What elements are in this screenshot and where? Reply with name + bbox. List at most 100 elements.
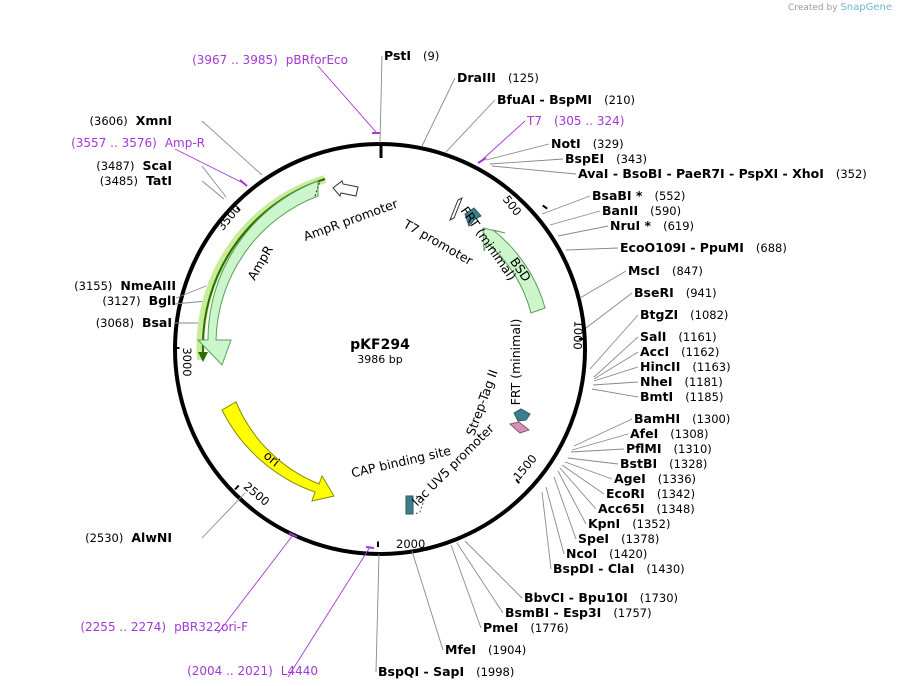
site-name: AgeI [614, 471, 646, 486]
site-label[interactable]: MscI (847) [628, 263, 703, 278]
site-leader [175, 285, 207, 299]
site-leader [545, 486, 565, 555]
site-name: BseRI [634, 285, 674, 300]
site-label[interactable]: BtgZI(1082) [640, 307, 728, 322]
site-position: (847) [672, 264, 703, 278]
site-label[interactable]: EcoRI(1342) [606, 486, 695, 501]
site-position: (3155) [74, 279, 112, 293]
site-leader [491, 165, 577, 175]
site-label[interactable]: BmtI(1185) [640, 389, 723, 404]
site-label[interactable]: BseRI(941) [634, 285, 717, 300]
primer-label[interactable]: pBRforEco(3967 .. 3985) [192, 53, 348, 67]
site-name: NheI [640, 374, 673, 389]
cap-site-feature[interactable] [414, 495, 425, 515]
site-name: MscI [628, 263, 660, 278]
lac-uv5-feature[interactable] [405, 495, 414, 515]
primer-name: T7 [526, 114, 542, 128]
site-leader [585, 292, 633, 329]
site-leader [567, 457, 619, 465]
site-label[interactable]: BspQI - SapI(1998) [378, 664, 514, 679]
site-label[interactable]: NcoI(1420) [566, 546, 647, 561]
site-position: (590) [650, 204, 681, 218]
site-label[interactable]: BamHI(1300) [634, 411, 730, 426]
site-label[interactable]: XmnI(3606) [90, 113, 172, 128]
site-label[interactable]: AvaI - BsoBI - PaeR7I - PspXI - XhoI(352… [578, 166, 867, 181]
site-label[interactable]: BstBI(1328) [620, 456, 707, 471]
site-leader [557, 470, 587, 525]
site-labels: PstI(9) DraIII(125) BfuAI - BspMI(210) NotI… [74, 48, 867, 679]
site-label[interactable]: NmeAIII(3155) [74, 278, 176, 293]
site-position: (1757) [613, 606, 651, 620]
site-position: (210) [604, 93, 635, 107]
site-label[interactable]: BsaBI *(552) [592, 188, 685, 203]
primer-range: (2255 .. 2274) [80, 620, 166, 634]
site-label[interactable]: TatI(3485) [100, 173, 172, 188]
site-name: Acc65I [598, 501, 645, 516]
primer-label[interactable]: pBR322ori-F(2255 .. 2274) [80, 620, 248, 634]
site-label[interactable]: Acc65I(1348) [598, 501, 695, 516]
site-label[interactable]: PflMI(1310) [626, 441, 712, 456]
site-position: (1904) [488, 643, 526, 657]
strep-tag-feature[interactable] [508, 421, 531, 434]
site-label[interactable]: ScaI(3487) [96, 158, 172, 173]
site-leader [593, 366, 639, 382]
site-position: (3068) [96, 316, 134, 330]
primer-label[interactable]: L4440(2004 .. 2021) [187, 664, 318, 678]
site-label[interactable]: AlwNI(2530) [85, 530, 172, 545]
site-position: (1420) [609, 547, 647, 561]
ampr-orf-arrowhead [198, 352, 208, 362]
site-label[interactable]: DraIII(125) [457, 70, 539, 85]
site-label[interactable]: BbvCI - Bpu10I(1730) [524, 590, 678, 605]
primer-label[interactable]: Amp-R(3557 .. 3576) [71, 136, 205, 150]
site-label[interactable]: BsmBI - Esp3I(1757) [505, 605, 652, 620]
frt-bottom-feature[interactable] [513, 408, 531, 422]
site-label[interactable]: AccI(1162) [640, 344, 719, 359]
primer-labels: pBRforEco(3967 .. 3985) T7(305 .. 324) Amp… [71, 53, 624, 678]
site-leader [571, 433, 629, 451]
bsd-feature[interactable] [482, 227, 546, 314]
site-position: (3127) [102, 294, 140, 308]
site-label[interactable]: BspDI - ClaI(1430) [553, 561, 685, 576]
site-label[interactable]: BsaI(3068) [96, 315, 172, 330]
site-leader [201, 165, 227, 198]
site-label[interactable]: BspEI(343) [565, 151, 647, 166]
site-label[interactable]: EcoO109I - PpuMI(688) [620, 240, 787, 255]
site-label[interactable]: BfuAI - BspMI(210) [497, 92, 635, 107]
frt-top-label: FRT (minimal) [458, 204, 520, 284]
site-label[interactable]: MfeI(1904) [445, 642, 526, 657]
site-leader [174, 300, 207, 305]
site-label[interactable]: KpnI(1352) [588, 516, 670, 531]
site-leader [553, 476, 577, 540]
site-label[interactable]: BglI(3127) [102, 293, 176, 308]
site-position: (1082) [690, 308, 728, 322]
site-label[interactable]: NheI(1181) [640, 374, 723, 389]
site-label[interactable]: AgeI(1336) [614, 471, 696, 486]
site-position: (1998) [476, 665, 514, 679]
ampr-feature[interactable] [196, 180, 319, 366]
site-label[interactable]: NotI(329) [551, 136, 624, 151]
site-position: (1352) [632, 517, 670, 531]
ampr-promoter-feature[interactable] [332, 180, 359, 197]
site-label[interactable]: SpeI(1378) [578, 531, 659, 546]
site-position: (9) [423, 49, 439, 63]
site-leader [541, 195, 591, 215]
site-label[interactable]: SalI(1161) [640, 329, 717, 344]
site-position: (1162) [681, 345, 719, 359]
site-label[interactable]: HincII(1163) [640, 359, 731, 374]
site-position: (1378) [621, 532, 659, 546]
site-position: (3485) [100, 174, 138, 188]
site-position: (1342) [657, 487, 695, 501]
frt-top-feature[interactable] [464, 207, 482, 227]
site-leader [589, 314, 639, 370]
site-name: HincII [640, 359, 680, 374]
t7-promoter-feature[interactable] [449, 196, 463, 222]
site-label[interactable]: PstI(9) [384, 48, 439, 63]
ori-feature[interactable] [221, 401, 335, 502]
ampr-promoter-label: AmpR promoter [301, 195, 400, 243]
site-label[interactable]: NruI *(619) [610, 218, 694, 233]
site-label[interactable]: BanII(590) [602, 203, 681, 218]
site-label[interactable]: AfeI(1308) [630, 426, 709, 441]
site-label[interactable]: PmeI(1776) [483, 620, 569, 635]
primer-label[interactable]: T7(305 .. 324) [526, 114, 624, 128]
site-leader [464, 540, 523, 599]
